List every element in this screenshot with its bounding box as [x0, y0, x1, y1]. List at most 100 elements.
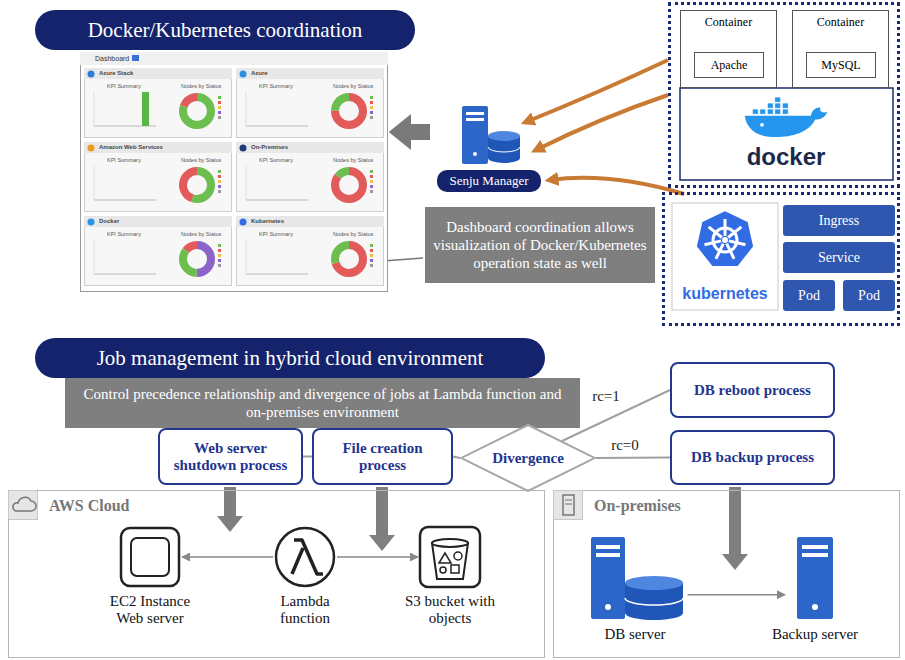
section-title-band: Docker/Kubernetes coordination: [35, 10, 415, 50]
dashboard-panel-part-part: [218, 180, 221, 183]
lambda-icon-part-part: [276, 528, 334, 586]
dashboard-panel-part-part: [240, 219, 247, 226]
dashboard-panel-part-part: [246, 166, 247, 200]
dashboard-panel-part-part: [218, 249, 221, 252]
dashboard-panel: Amazon Web ServicesKPI SummaryNodes by S…: [84, 142, 232, 212]
ec2-icon-part-part: [121, 528, 179, 586]
dashboard-panel-part-part: [218, 190, 221, 193]
k8s-resource-box: Service: [783, 242, 895, 273]
icon-label: DB server: [604, 626, 665, 643]
dashboard-panel-part-part: [94, 200, 156, 201]
s3-icon-part-part: [440, 567, 446, 573]
return-code-label: rc=0: [609, 436, 641, 453]
section-title: Job management in hybrid cloud environme…: [97, 346, 484, 371]
panel-text: Nodes by Status: [333, 83, 373, 89]
panel-text: KPI Summary: [259, 157, 293, 163]
backup-server-icon-part-part: [802, 553, 828, 557]
docker-region-part-part-part: [775, 103, 781, 108]
docker-region-part-part-part: [775, 97, 781, 102]
dashboard-panel-part-part: [370, 264, 373, 267]
dashboard-panel-part-part: [183, 97, 211, 125]
resource-label: Ingress: [819, 213, 859, 229]
dashboard-panel-part-part: [183, 245, 211, 273]
dashboard-panel-part-part: [84, 216, 232, 227]
docker-region-part-part: [745, 97, 828, 137]
dashboard-panel-part-part: [370, 185, 373, 188]
dashboard-panel: On-PremisesKPI SummaryNodes by Status: [236, 142, 384, 212]
dashboard-panel: DockerKPI SummaryNodes by Status: [84, 216, 232, 286]
dashboard-panel-part-part: [236, 142, 384, 153]
dashboard-panel-part: [236, 68, 384, 138]
dashboard-panel-part-part: [218, 185, 221, 188]
docker-region-part-part-part: [760, 123, 764, 127]
process-label: File creation process: [320, 440, 445, 473]
lambda-icon: Lambda function: [255, 525, 355, 628]
process-label: DB reboot process: [694, 382, 811, 399]
dashboard-panel-part-part: [370, 106, 373, 109]
ec2-icon-part: [118, 525, 182, 589]
dashboard-panel-part-part: [240, 71, 247, 78]
dashboard-panel-part-part: [218, 96, 221, 99]
docker-region-part-part-part: [767, 109, 773, 114]
dashboard-panel-part-part: [84, 68, 232, 79]
kubernetes-region-part-part: [716, 244, 723, 259]
ec2-icon: EC2 Instance Web server: [100, 525, 200, 628]
process-box: Web server shutdown process: [158, 428, 303, 485]
dashboard-panel-part: [236, 216, 384, 286]
onpremises-region-part-part: [563, 495, 574, 515]
manager-label: Senju Manager: [437, 170, 540, 192]
dashboard-panel-part-part: [218, 254, 221, 257]
backup-server-icon-part-part: [812, 604, 818, 610]
docker-region-part-part-part: [775, 109, 781, 114]
dashboard-panel-part-part: [370, 101, 373, 104]
dashboard-panel: KubernetesKPI SummaryNodes by Status: [236, 216, 384, 286]
note-text: Control precedence relationship and dive…: [73, 385, 572, 421]
db-server-icon: DB server: [580, 537, 690, 643]
dashboard-panel-part-part: [183, 171, 211, 199]
icon-label: S3 bucket with objects: [395, 593, 505, 628]
dashboard-panel-part-part: [370, 170, 373, 173]
dashboard-panel-part-part: [370, 249, 373, 252]
dashboard-panel-part-part: [218, 175, 221, 178]
region-title: On-premises: [594, 497, 681, 515]
dashboard-panel-part-part: [335, 171, 363, 199]
s3-icon-part-part: [454, 552, 462, 560]
container-box: ContainerApache: [680, 10, 777, 88]
backup-server-icon-part-part: [797, 537, 833, 619]
dashboard-panel-part-part: [246, 274, 308, 275]
dashboard-panel-part-part: [370, 116, 373, 119]
panel-text: Nodes by Status: [333, 231, 373, 237]
dashboard-panel-part-part: [218, 106, 221, 109]
dashboard-panel-part-part: [370, 180, 373, 183]
k8s-resource-box: Ingress: [783, 205, 895, 236]
dashboard-panel-part-part: [370, 111, 373, 114]
dashboard-panel-part-part: [246, 240, 247, 274]
docker-region-part-part: [680, 88, 893, 180]
process-label: DB backup process: [691, 449, 814, 466]
db-server-icon-part-part: [625, 598, 683, 605]
panel-text: Nodes by Status: [181, 157, 221, 163]
s3-icon: S3 bucket with objects: [395, 525, 505, 628]
onpremises-region-part-part: [565, 504, 572, 505]
panel-text: Kubernetes: [251, 218, 284, 224]
manager-server: Senju Manager: [430, 92, 548, 192]
coordination-arrow: [536, 95, 668, 150]
dashboard-panel-part-part: [218, 259, 221, 262]
manager-server-part: [454, 104, 524, 170]
panel-text: KPI Summary: [107, 231, 141, 237]
process-label: Web server shutdown process: [166, 440, 295, 473]
s3-icon-part-part: [439, 553, 451, 563]
kubernetes-region: kubernetesIngressServicePodPod: [662, 192, 900, 326]
onpremises-region-part: [553, 490, 583, 520]
icon-label: Backup server: [772, 626, 858, 643]
cloud-region-part-part: [8, 490, 38, 520]
job-flow-arrow-part: [369, 487, 395, 551]
dashboard-panel-part-part: [370, 259, 373, 262]
app-box: MySQL: [806, 52, 876, 78]
icon-label: EC2 Instance Web server: [100, 593, 200, 628]
dashboard-panel-part-part: [218, 101, 221, 104]
lambda-icon-part-part: [292, 540, 323, 574]
backup-server-icon-part-part: [802, 545, 828, 549]
docker-logo-text: docker: [726, 143, 846, 171]
